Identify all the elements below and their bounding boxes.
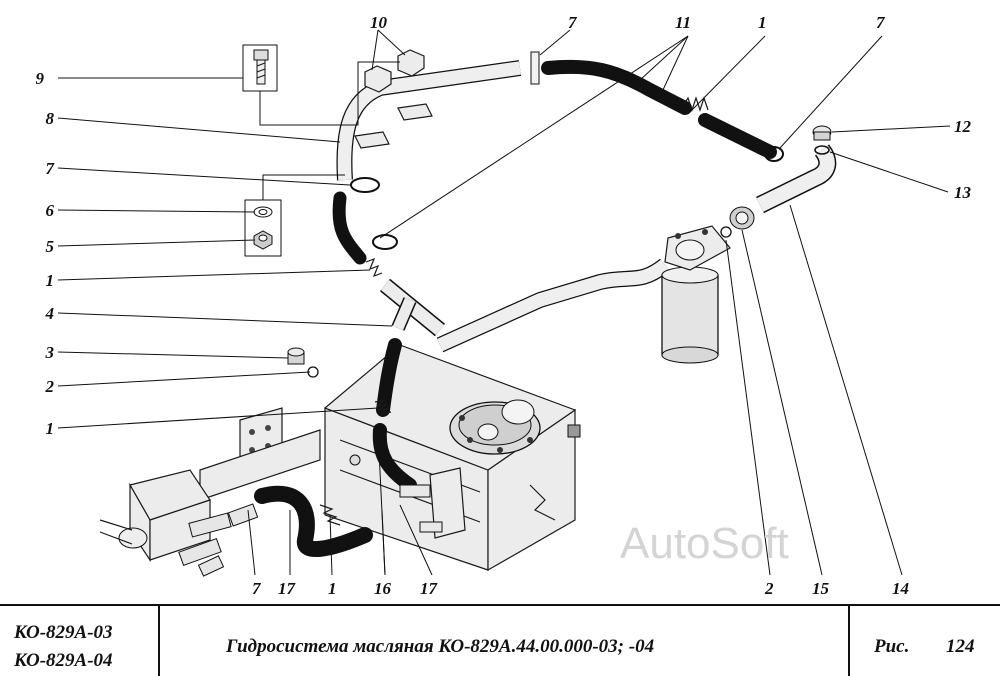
callout-17-bottom-right: 17 xyxy=(420,579,439,598)
pump-fittings xyxy=(178,503,259,577)
callout-1-lower-left: 1 xyxy=(46,419,55,438)
callout-16: 16 xyxy=(374,579,392,598)
callout-2-left: 2 xyxy=(45,377,55,396)
hydraulic-system-drawing: 9 8 7 6 5 1 4 3 2 1 10 7 11 1 7 12 13 7 … xyxy=(36,13,972,598)
model-cell: КО-829А-03 КО-829А-04 xyxy=(0,606,160,676)
hose-left-vertical xyxy=(332,191,367,265)
callout-7-bottom: 7 xyxy=(252,579,262,598)
union-nut-15 xyxy=(729,206,755,230)
callout-labels: 9 8 7 6 5 1 4 3 2 1 10 7 11 1 7 12 13 7 … xyxy=(36,13,972,598)
ring-2-right xyxy=(720,226,732,238)
drawing-title: Гидросистема масляная КО-829А.44.00.000-… xyxy=(226,636,655,657)
figure-cell: Рис. 124 xyxy=(850,606,1000,676)
callout-1-upper-left: 1 xyxy=(46,271,55,290)
callout-17-bottom-left: 17 xyxy=(278,579,297,598)
callout-15: 15 xyxy=(812,579,830,598)
spring-guard-tank xyxy=(374,399,392,415)
title-block: КО-829А-03 КО-829А-04 Гидросистема масля… xyxy=(0,604,1000,676)
hose-top-right xyxy=(541,59,777,159)
callout-10: 10 xyxy=(370,13,388,32)
figure-label: Рис. xyxy=(874,636,910,657)
watermark-text: AutoSoft xyxy=(620,519,789,568)
callout-9: 9 xyxy=(36,69,45,88)
callout-13: 13 xyxy=(954,183,972,202)
callout-14: 14 xyxy=(892,579,909,598)
callout-4: 4 xyxy=(45,304,55,323)
model-line-1: КО-829А-03 xyxy=(14,622,113,643)
detail-box-bolt xyxy=(242,44,400,126)
mounting-bracket xyxy=(199,407,321,501)
callout-6: 6 xyxy=(46,201,55,220)
detail-box-washer-nut xyxy=(244,174,345,257)
plug-12 xyxy=(812,125,832,141)
leader-lines xyxy=(57,29,951,576)
title-cell: Гидросистема масляная КО-829А.44.00.000-… xyxy=(160,606,850,676)
callout-8: 8 xyxy=(46,109,55,128)
callout-11: 11 xyxy=(675,13,691,32)
spring-guard-left xyxy=(365,257,383,278)
callout-3: 3 xyxy=(45,343,55,362)
plug-3 xyxy=(287,347,305,365)
tank-cover-flange xyxy=(449,399,541,455)
ring-13 xyxy=(814,145,830,155)
figure-number: 124 xyxy=(946,636,975,657)
oil-filter xyxy=(661,225,731,364)
callout-7-left: 7 xyxy=(46,159,56,178)
callout-2-bottom: 2 xyxy=(764,579,774,598)
callout-7-top: 7 xyxy=(568,13,578,32)
callout-12: 12 xyxy=(954,117,972,136)
callout-7-right: 7 xyxy=(876,13,886,32)
pipe-brackets xyxy=(354,49,433,149)
valve-block xyxy=(349,454,466,539)
model-line-2: КО-829А-04 xyxy=(14,650,113,671)
hose-pump-suction xyxy=(254,485,373,558)
callout-1-top: 1 xyxy=(758,13,767,32)
hydraulic-pump xyxy=(99,469,211,562)
hose-tank-return xyxy=(372,338,417,492)
callout-1-bottom: 1 xyxy=(328,579,337,598)
pipe-main-diagonal xyxy=(436,258,670,353)
callout-5: 5 xyxy=(46,237,55,256)
tee-connector xyxy=(379,278,446,337)
